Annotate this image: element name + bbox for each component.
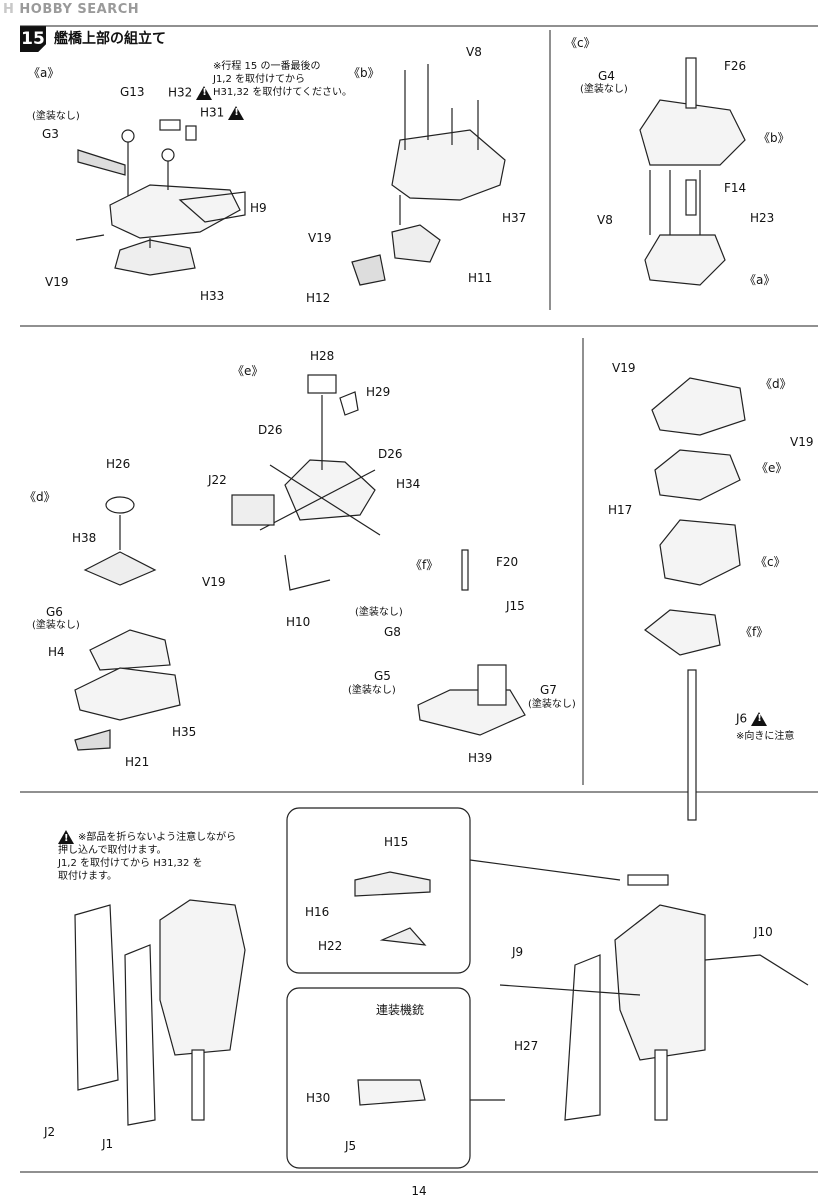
- part-j1: J1: [102, 1137, 114, 1151]
- section-e-label: 《e》: [232, 364, 264, 378]
- part-g8: G8: [384, 625, 401, 639]
- part-j2: J2: [44, 1125, 56, 1139]
- no-paint-f3: (塗装なし): [528, 699, 576, 710]
- part-d26-b: D26: [378, 447, 403, 461]
- section-f-label: 《f》: [410, 558, 439, 572]
- part-v19-b: V19: [308, 231, 332, 245]
- part-h31: H31: [200, 105, 245, 120]
- section-b-label: 《b》: [348, 66, 380, 80]
- section-d-label: 《d》: [24, 490, 56, 504]
- part-h27: H27: [514, 1039, 539, 1053]
- part-h12: H12: [306, 291, 331, 305]
- warning-icon: [58, 830, 74, 845]
- no-paint-f2: (塗装なし): [348, 685, 396, 696]
- part-v8-c: V8: [597, 213, 613, 227]
- no-paint-f1: (塗装なし): [355, 607, 403, 618]
- part-h21: H21: [125, 755, 150, 769]
- no-paint-c: (塗装なし): [580, 84, 628, 95]
- part-g6: G6: [46, 605, 63, 619]
- ref-f: 《f》: [740, 625, 769, 639]
- part-g5: G5: [374, 669, 391, 683]
- final-note: ※部品を折らないよう注意しながら 押し込んで取付けます。 J1,2 を取付けてか…: [58, 830, 236, 883]
- part-h37: H37: [502, 211, 527, 225]
- part-h15: H15: [384, 835, 409, 849]
- no-paint-d: (塗装なし): [32, 620, 80, 631]
- part-j5: J5: [345, 1139, 357, 1153]
- part-g3: G3: [42, 127, 59, 141]
- part-h11: H11: [468, 271, 493, 285]
- part-v19-stack-a: V19: [612, 361, 636, 375]
- warning-icon: [751, 712, 768, 726]
- part-h32-text: H32: [168, 85, 193, 100]
- part-h33: H33: [200, 289, 225, 303]
- part-g4: G4: [598, 69, 615, 83]
- part-h9: H9: [250, 201, 267, 215]
- part-h4: H4: [48, 645, 65, 659]
- part-j15: J15: [506, 599, 525, 613]
- watermark: H HOBBY SEARCH: [3, 2, 139, 17]
- ref-b: 《b》: [758, 131, 790, 145]
- part-f20: F20: [496, 555, 519, 569]
- section-a-label: 《a》: [28, 66, 60, 80]
- part-j6-text: J6: [736, 711, 748, 726]
- part-v19-e: V19: [202, 575, 226, 589]
- no-paint-a: (塗装なし): [32, 111, 80, 122]
- part-h22: H22: [318, 939, 343, 953]
- ref-d: 《d》: [760, 377, 792, 391]
- step-title: 艦橋上部の組立て: [54, 31, 166, 47]
- part-h23: H23: [750, 211, 775, 225]
- warning-icon: [228, 106, 245, 120]
- part-h10: H10: [286, 615, 311, 629]
- part-h32: H32: [168, 85, 213, 100]
- section-a-note: ※行程 15 の一番最後の J1,2 を取付けてから H31,32 を取付けてく…: [213, 61, 353, 98]
- twin-machine-gun-title: 連装機銃: [376, 1003, 425, 1017]
- final-note-text: ※部品を折らないよう注意しながら 押し込んで取付けます。 J1,2 を取付けてか…: [58, 832, 237, 882]
- part-g13: G13: [120, 85, 145, 99]
- part-f14: F14: [724, 181, 747, 195]
- part-v19-stack-b: V19: [790, 435, 814, 449]
- part-h31-text: H31: [200, 105, 225, 120]
- part-g7: G7: [540, 683, 557, 697]
- part-h26: H26: [106, 457, 131, 471]
- part-h17: H17: [608, 503, 633, 517]
- step-number: 15: [20, 26, 46, 52]
- warning-icon: [196, 86, 213, 100]
- part-d26-a: D26: [258, 423, 283, 437]
- part-v19-a: V19: [45, 275, 69, 289]
- part-j9: J9: [512, 945, 524, 959]
- part-h28: H28: [310, 349, 335, 363]
- part-v8-b: V8: [466, 45, 482, 59]
- part-h39: H39: [468, 751, 493, 765]
- watermark-text: HOBBY SEARCH: [19, 2, 140, 17]
- j6-orientation-note: ※向きに注意: [736, 731, 795, 742]
- page-number: 14: [411, 1184, 427, 1198]
- part-h29: H29: [366, 385, 391, 399]
- part-j6: J6: [736, 711, 768, 726]
- part-h16: H16: [305, 905, 330, 919]
- part-h34: H34: [396, 477, 421, 491]
- section-c-label: 《c》: [565, 36, 596, 50]
- part-h38: H38: [72, 531, 97, 545]
- ref-a: 《a》: [744, 273, 776, 287]
- part-j22: J22: [208, 473, 227, 487]
- watermark-logo: H: [3, 2, 15, 17]
- part-h30: H30: [306, 1091, 331, 1105]
- ref-c: 《c》: [755, 555, 786, 569]
- ref-e: 《e》: [756, 461, 788, 475]
- part-j10: J10: [754, 925, 773, 939]
- part-f26: F26: [724, 59, 747, 73]
- part-h35: H35: [172, 725, 197, 739]
